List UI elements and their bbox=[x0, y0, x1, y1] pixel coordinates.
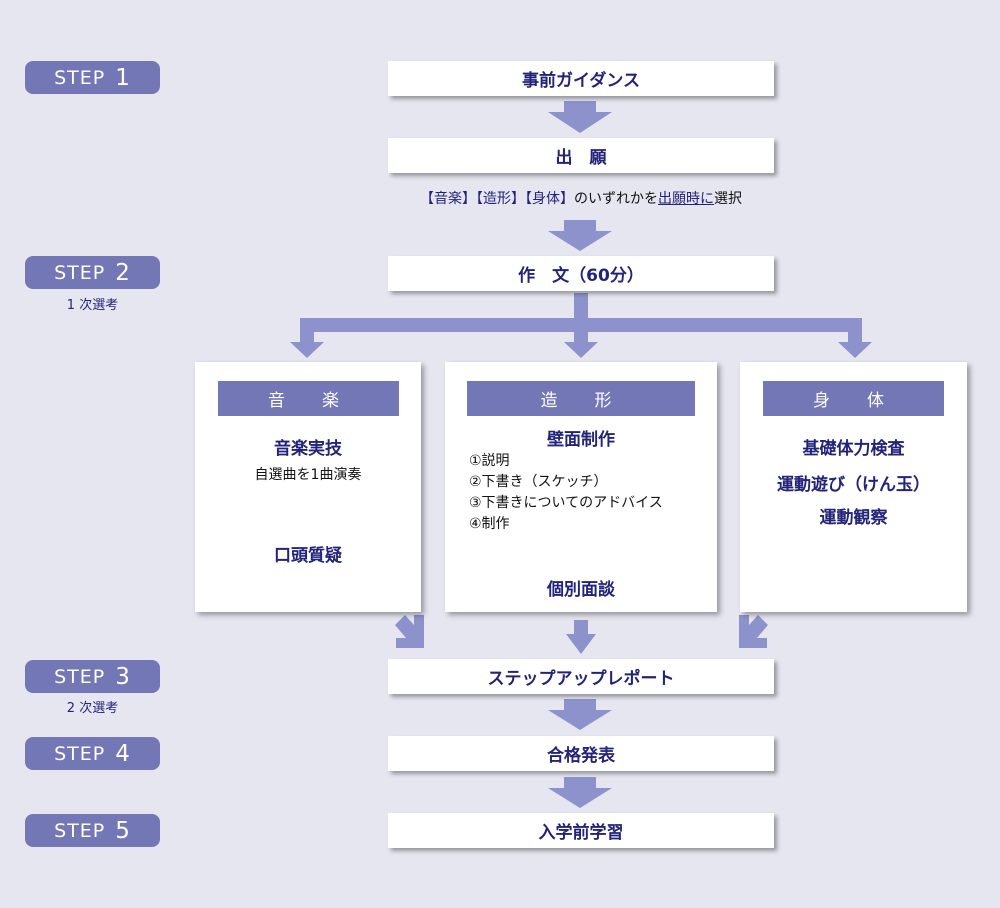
step-number: 4 bbox=[115, 740, 131, 767]
essay-box: 作 文（60分） bbox=[388, 256, 774, 291]
note-text: のいずれかを bbox=[574, 191, 658, 207]
branch-bar bbox=[300, 318, 862, 332]
note-categories: 【音楽】【造形】【身体】 bbox=[420, 191, 574, 207]
branch-stem bbox=[574, 293, 588, 323]
arrow-diag bbox=[395, 615, 424, 648]
body-fitness-test: 基礎体力検査 bbox=[802, 439, 905, 459]
art-step-2: ②下書き（スケッチ） bbox=[469, 474, 608, 490]
step-3-sublabel: 2 次選考 bbox=[66, 701, 119, 716]
body-header: 身 体 bbox=[763, 381, 944, 416]
note-select: 選択 bbox=[714, 191, 742, 207]
step-label: STEP bbox=[54, 819, 106, 842]
art-header: 造 形 bbox=[467, 381, 695, 416]
step-number: 1 bbox=[115, 64, 131, 91]
step-2-badge: STEP 2 bbox=[25, 256, 160, 289]
music-header: 音 楽 bbox=[218, 381, 399, 416]
art-wall-production: 壁面制作 bbox=[547, 430, 615, 450]
arrow-down bbox=[564, 330, 598, 358]
arrow-down bbox=[566, 620, 596, 654]
music-practical: 音楽実技 bbox=[274, 439, 342, 459]
arrow-down bbox=[548, 220, 612, 251]
music-panel: 音 楽 音楽実技 自選曲を1曲演奏 口頭質疑 bbox=[195, 362, 421, 612]
arrow-down bbox=[838, 330, 872, 358]
music-oral-qa: 口頭質疑 bbox=[274, 546, 342, 566]
pre-study-box: 入学前学習 bbox=[388, 813, 774, 848]
note-timing: 出願時に bbox=[658, 191, 714, 207]
arrow-diag bbox=[739, 615, 768, 648]
step-label: STEP bbox=[54, 66, 106, 89]
step-1-badge: STEP 1 bbox=[25, 61, 160, 94]
art-panel: 造 形 壁面制作 ①説明 ②下書き（スケッチ） ③下書きについてのアドバイス ④… bbox=[445, 362, 717, 612]
step-number: 2 bbox=[115, 259, 131, 286]
arrow-down bbox=[548, 101, 612, 133]
music-practical-detail: 自選曲を1曲演奏 bbox=[254, 467, 362, 483]
result-box: 合格発表 bbox=[388, 736, 774, 771]
step-4-badge: STEP 4 bbox=[25, 737, 160, 770]
arrow-down bbox=[290, 330, 324, 358]
body-play-activity: 運動遊び（けん玉） bbox=[777, 475, 930, 495]
guidance-box: 事前ガイダンス bbox=[388, 61, 774, 96]
step-label: STEP bbox=[54, 665, 106, 688]
body-observation: 運動観察 bbox=[819, 508, 888, 528]
step-number: 3 bbox=[115, 663, 131, 690]
step-3-badge: STEP 3 bbox=[25, 660, 160, 693]
art-step-1: ①説明 bbox=[469, 453, 510, 469]
selection-note: 【音楽】【造形】【身体】のいずれかを出願時に選択 bbox=[388, 188, 774, 208]
art-step-3: ③下書きについてのアドバイス bbox=[469, 495, 663, 511]
art-step-4: ④制作 bbox=[469, 516, 510, 532]
step-2-sublabel: 1 次選考 bbox=[66, 298, 119, 313]
art-interview: 個別面談 bbox=[547, 580, 615, 600]
step-number: 5 bbox=[115, 817, 131, 844]
application-box: 出 願 bbox=[388, 138, 774, 173]
arrow-down bbox=[548, 777, 612, 808]
body-panel: 身 体 基礎体力検査 運動遊び（けん玉） 運動観察 bbox=[740, 362, 967, 612]
arrow-down bbox=[548, 699, 612, 730]
step-label: STEP bbox=[54, 742, 106, 765]
report-box: ステップアップレポート bbox=[388, 659, 774, 694]
step-5-badge: STEP 5 bbox=[25, 814, 160, 847]
step-label: STEP bbox=[54, 261, 106, 284]
